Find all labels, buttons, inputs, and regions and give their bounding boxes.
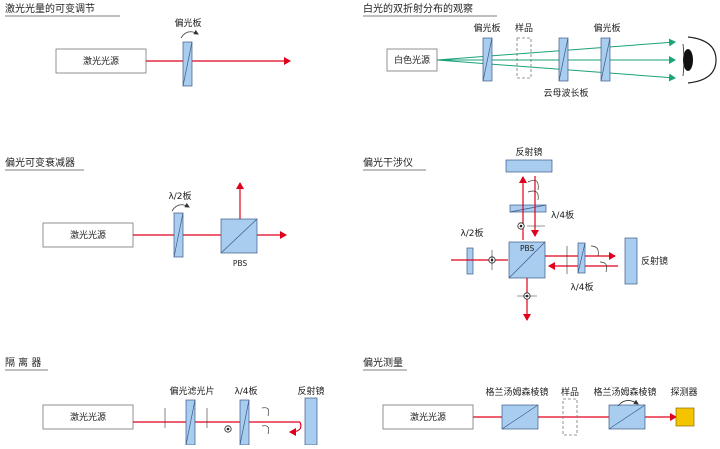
circular-polarization-icon	[599, 261, 608, 273]
top-mirror	[505, 159, 553, 173]
sample-label: 样品	[561, 386, 579, 398]
halfwave-plate	[466, 247, 474, 275]
s-polarization-icon	[517, 222, 525, 230]
polarization-dot-icon	[517, 292, 537, 300]
polarization-dot-icon	[488, 250, 496, 270]
section-title: 偏光测量	[363, 356, 403, 369]
section-title: 激光光量的可变调节	[5, 2, 95, 15]
quarterwave-label: λ/4板	[234, 385, 257, 397]
rotation-arrow-icon	[171, 202, 190, 212]
panel-white-light-birefringence: 白光的双折射分布的观察 白色光源 偏光板 样品 云母波长板 偏光板	[363, 2, 717, 99]
polarizer-2-label: 偏光板	[593, 22, 620, 34]
light-ray	[436, 38, 676, 61]
return-beam	[289, 421, 302, 436]
rotation-arrow-icon	[617, 399, 639, 407]
laser-source-label: 激光光源	[70, 411, 106, 423]
section-title: 白光的双折射分布的观察	[363, 2, 473, 15]
eye-icon	[682, 36, 717, 84]
polarization-dot-icon	[224, 425, 232, 433]
halfwave-label: λ/2板	[460, 227, 483, 239]
panel-polarization-interferometer: 偏光干涉仪 反射镜 λ/4板 λ/2板 PBS	[363, 146, 668, 321]
light-ray	[436, 59, 676, 82]
detector	[675, 407, 695, 427]
panel-laser-intensity: 激光光量的可变调节 激光光源 偏光板	[5, 2, 291, 87]
section-title: 隔 离 器	[5, 356, 41, 369]
mirror-label: 反射镜	[297, 385, 324, 397]
panel-polarization-measurement: 偏光测量 激光光源 格兰汤姆森棱镜 样品 格兰汤姆森棱镜 探测器	[363, 356, 698, 436]
pbs-label: PBS	[520, 244, 535, 253]
pbs-label: PBS	[233, 259, 248, 268]
polarizer-label: 偏光板	[174, 17, 201, 29]
laser-source-label: 激光光源	[70, 229, 106, 241]
halfwave-label: λ/2板	[168, 190, 191, 202]
right-mirror-label: 反射镜	[641, 255, 668, 267]
right-quarterwave-label: λ/4板	[570, 281, 593, 293]
mirror	[304, 397, 318, 446]
panel-polarization-attenuator: 偏光可变衰减器 激光光源 λ/2板 PBS	[5, 156, 287, 268]
laser-source-label: 激光光源	[410, 411, 446, 423]
circular-polarization-icon	[261, 425, 270, 435]
circular-polarization-icon	[527, 190, 539, 201]
section-title: 偏光可变衰减器	[5, 156, 75, 169]
top-mirror-label: 反射镜	[515, 146, 542, 158]
circular-polarization-icon	[527, 179, 539, 191]
mica-label: 云母波长板	[543, 87, 588, 99]
sample-placeholder	[562, 398, 578, 436]
polarizer-1-label: 偏光板	[473, 22, 500, 34]
section-title: 偏光干涉仪	[363, 156, 413, 169]
circular-polarization-icon	[590, 245, 599, 257]
rotation-arrow-icon	[180, 29, 199, 39]
detector-label: 探测器	[670, 386, 697, 398]
prism-2-label: 格兰汤姆森棱镜	[593, 386, 656, 398]
prism-1-label: 格兰汤姆森棱镜	[485, 386, 548, 398]
laser-source-box	[42, 222, 134, 248]
laser-source-box	[382, 404, 474, 430]
top-quarterwave-label: λ/4板	[551, 209, 574, 221]
laser-source-box	[42, 404, 134, 430]
panel-isolator: 隔 离 器 激光光源 偏光滤光片 λ/4板 反射镜	[5, 356, 325, 446]
right-mirror	[624, 237, 638, 285]
circular-polarization-icon	[261, 407, 270, 417]
sample-placeholder	[516, 37, 532, 79]
filter-label: 偏光滤光片	[169, 385, 214, 397]
sample-label: 样品	[515, 22, 533, 34]
laser-source-label: 激光光源	[83, 55, 119, 67]
white-light-source-label: 白色光源	[394, 54, 430, 66]
